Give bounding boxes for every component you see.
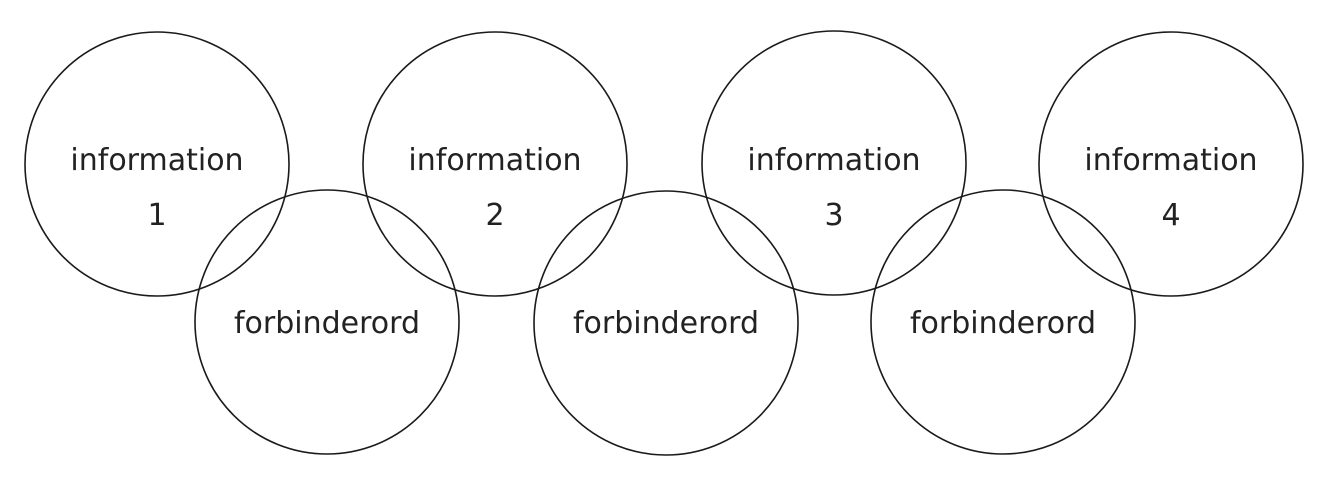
info-circle-3-title: information (747, 143, 920, 178)
info-circle-2-title: information (408, 143, 581, 178)
info-circle-2-number: 2 (485, 198, 504, 233)
connector-circle-1: forbinderord (194, 189, 460, 455)
info-circle-1-number: 1 (147, 198, 166, 233)
info-circle-1-title: information (70, 143, 243, 178)
connector-circle-2-label: forbinderord (573, 306, 759, 341)
info-circle-1: information 1 (24, 31, 290, 297)
info-circle-4: information 4 (1038, 31, 1304, 297)
connector-circle-1-label: forbinderord (234, 306, 420, 341)
info-circle-4-title: information (1084, 143, 1257, 178)
info-circle-2: information 2 (362, 31, 628, 297)
connector-circle-2-ring (533, 190, 799, 456)
connector-circle-1-ring (194, 189, 460, 455)
connector-circle-2: forbinderord (533, 190, 799, 456)
connector-circle-3-label: forbinderord (910, 306, 1096, 341)
info-circle-3-ring (701, 30, 967, 296)
info-circle-3-number: 3 (824, 198, 843, 233)
info-circle-1-ring (24, 31, 290, 297)
info-circle-2-ring (362, 31, 628, 297)
info-circle-4-number: 4 (1161, 198, 1180, 233)
info-circle-4-ring (1038, 31, 1304, 297)
connector-circle-3-ring (870, 189, 1136, 455)
info-circle-3: information 3 (701, 30, 967, 296)
connector-circle-3: forbinderord (870, 189, 1136, 455)
